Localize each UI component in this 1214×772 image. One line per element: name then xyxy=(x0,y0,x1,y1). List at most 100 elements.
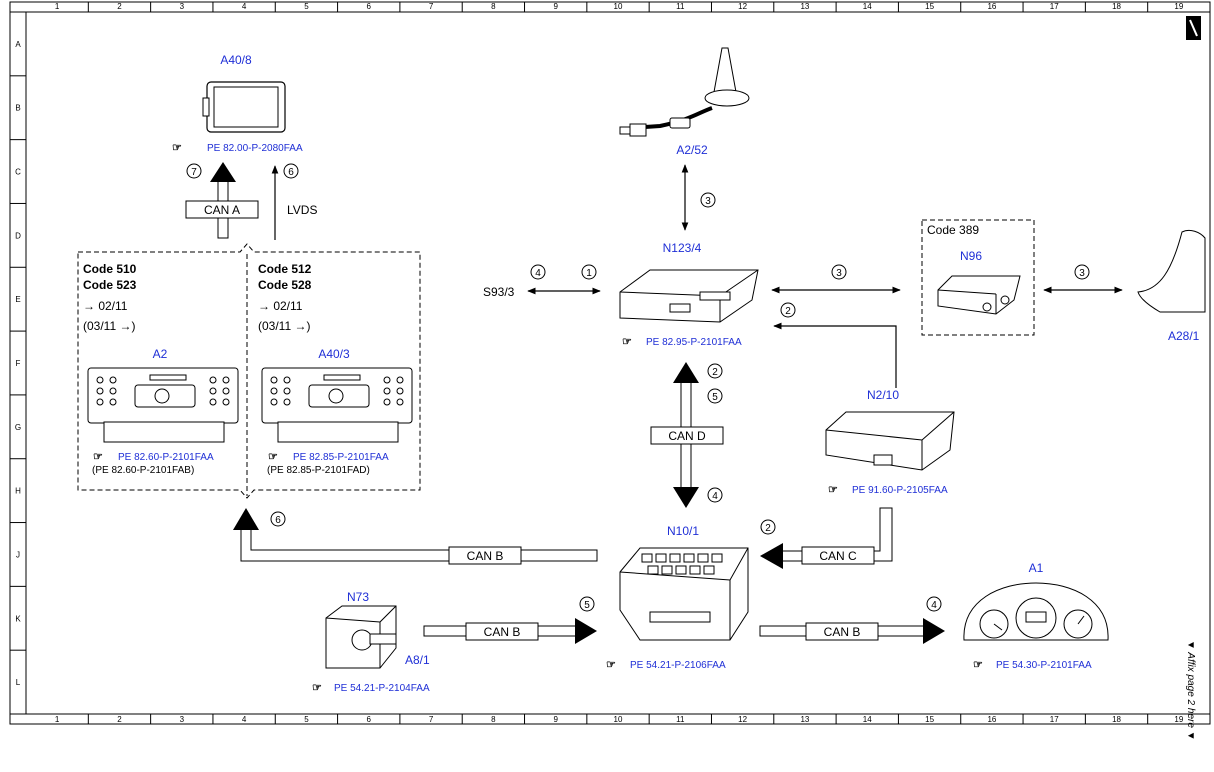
svg-text:4: 4 xyxy=(535,268,541,279)
marker-circle: 3 xyxy=(700,192,716,208)
row-label: C xyxy=(15,168,21,177)
marker-circle: 7 xyxy=(186,163,202,179)
reference-icon: ☞ xyxy=(973,659,983,671)
n2-10-to-n123-arrow xyxy=(773,322,897,388)
a2-code1: Code 510 xyxy=(83,262,137,276)
col-label-top: 12 xyxy=(738,2,747,11)
col-label-bottom: 3 xyxy=(180,715,185,724)
a28-1-fin-antenna-icon xyxy=(1137,229,1206,313)
a40-3-date1: → 02/11 xyxy=(258,299,303,313)
marker-circle: 3 xyxy=(831,264,847,280)
col-label-top: 13 xyxy=(800,2,809,11)
a2-ref-alt: (PE 82.60-P-2101FAB) xyxy=(92,465,194,476)
a40-3-radio-icon xyxy=(261,367,413,443)
n96-code-box xyxy=(921,219,1035,336)
n73-label: N73 xyxy=(347,590,369,604)
a2-52-label: A2/52 xyxy=(676,143,708,157)
reference-icon: ☞ xyxy=(172,142,182,154)
col-label-top: 15 xyxy=(925,2,934,11)
col-label-bottom: 15 xyxy=(925,715,934,724)
can-b-to-head-unit-arrow xyxy=(233,508,598,562)
can-b-box-2 xyxy=(465,622,539,641)
a40-3-code2: Code 528 xyxy=(258,278,312,292)
grid-labels: 1122334455667788991010111112121313141415… xyxy=(10,2,1184,724)
col-label-bottom: 8 xyxy=(491,715,496,724)
col-label-top: 11 xyxy=(676,2,685,11)
pencil-corner-icon xyxy=(1186,16,1201,40)
svg-text:5: 5 xyxy=(712,392,718,403)
a2-date2: (03/11 →) xyxy=(83,319,135,333)
col-label-top: 10 xyxy=(614,2,623,11)
col-label-top: 8 xyxy=(491,2,496,11)
col-label-top: 9 xyxy=(553,2,558,11)
svg-text:6: 6 xyxy=(275,515,281,526)
reference-icon: ☞ xyxy=(828,484,838,496)
a2-radio-icon xyxy=(87,367,239,443)
row-label: F xyxy=(16,359,21,368)
marker-circle: 3 xyxy=(1074,264,1090,280)
svg-text:1: 1 xyxy=(586,268,592,279)
a28-1-label: A28/1 xyxy=(1168,329,1200,343)
a40-8-display-icon xyxy=(202,81,286,133)
can-b-label-1: CAN B xyxy=(467,549,504,563)
n10-1-ref: PE 54.21-P-2106FAA xyxy=(630,660,726,671)
col-label-top: 2 xyxy=(117,2,122,11)
svg-text:7: 7 xyxy=(191,167,197,178)
marker-circle: 4 xyxy=(707,487,723,503)
can-d-box xyxy=(650,426,724,445)
lvds-label: LVDS xyxy=(287,203,317,217)
col-label-bottom: 4 xyxy=(242,715,247,724)
n123-4-label: N123/4 xyxy=(663,241,702,255)
svg-text:4: 4 xyxy=(712,491,718,502)
marker-circle: 5 xyxy=(579,596,595,612)
can-c-label: CAN C xyxy=(819,549,857,563)
svg-text:3: 3 xyxy=(1079,268,1085,279)
reference-icon: ☞ xyxy=(268,451,278,463)
col-label-top: 19 xyxy=(1174,2,1183,11)
svg-text:4: 4 xyxy=(931,600,937,611)
n123-4-module-icon xyxy=(619,269,759,323)
n96-label: N96 xyxy=(960,249,982,263)
n96-code: Code 389 xyxy=(927,223,979,237)
a40-3-ref-alt: (PE 82.85-P-2101FAD) xyxy=(267,465,370,476)
marker-circle: 2 xyxy=(760,519,776,535)
svg-text:3: 3 xyxy=(705,196,711,207)
col-label-bottom: 5 xyxy=(304,715,309,724)
n96-module-icon xyxy=(937,275,1021,315)
marker-circle: 2 xyxy=(780,302,796,318)
n2-10-ref: PE 91.60-P-2105FAA xyxy=(852,485,948,496)
row-label: J xyxy=(16,550,20,559)
col-label-bottom: 7 xyxy=(429,715,434,724)
a2-label: A2 xyxy=(153,347,168,361)
s93-3-label: S93/3 xyxy=(483,285,515,299)
affix-page-note: ▼ Affix page 2 here ▼ xyxy=(1185,640,1196,741)
marker-circle: 6 xyxy=(283,163,299,179)
col-label-bottom: 12 xyxy=(738,715,747,724)
marker-circle: 5 xyxy=(707,388,723,404)
col-label-top: 18 xyxy=(1112,2,1121,11)
marker-circle: 6 xyxy=(270,511,286,527)
col-label-top: 7 xyxy=(429,2,434,11)
col-label-top: 5 xyxy=(304,2,309,11)
marker-circle: 2 xyxy=(707,363,723,379)
svg-text:3: 3 xyxy=(836,268,842,279)
marker-circle: 4 xyxy=(926,596,942,612)
col-label-top: 6 xyxy=(367,2,372,11)
svg-text:2: 2 xyxy=(785,306,791,317)
row-label: L xyxy=(16,678,21,687)
col-label-bottom: 14 xyxy=(863,715,872,724)
row-label: E xyxy=(15,295,20,304)
can-a-box xyxy=(185,200,259,219)
reference-icon: ☞ xyxy=(622,336,632,348)
a8-1-label: A8/1 xyxy=(405,653,430,667)
can-b-box-1 xyxy=(448,546,522,565)
head-unit-group-box xyxy=(77,243,421,499)
can-c-thick-arrow xyxy=(760,507,893,569)
can-b-label-2: CAN B xyxy=(484,625,521,639)
n10-1-fuse-box-icon xyxy=(619,547,749,641)
col-label-top: 14 xyxy=(863,2,872,11)
can-d-label: CAN D xyxy=(668,429,706,443)
col-label-bottom: 10 xyxy=(614,715,623,724)
row-label: G xyxy=(15,423,21,432)
n123-4-ref: PE 82.95-P-2101FAA xyxy=(646,337,742,348)
